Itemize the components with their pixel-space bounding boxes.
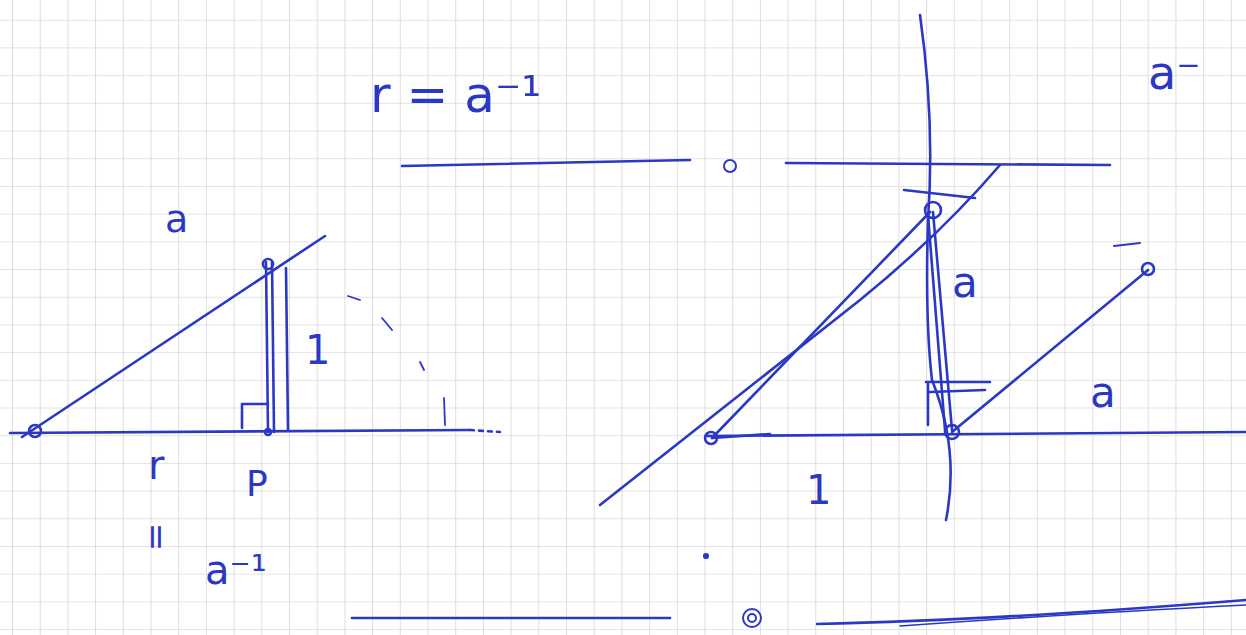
foot-point (265, 429, 271, 435)
segment (712, 212, 930, 438)
origin-mark (743, 609, 761, 627)
segment (928, 212, 952, 430)
point (1142, 263, 1154, 275)
side-label: a (165, 200, 188, 238)
origin-mark (724, 160, 736, 172)
bottom-line (352, 617, 670, 620)
vertical-axis (920, 15, 951, 520)
segment (952, 270, 1148, 432)
point (263, 259, 273, 269)
right-angle-mark (926, 382, 990, 425)
vertical-segment (266, 262, 288, 432)
tick (904, 190, 975, 198)
length-label: 1 (305, 330, 330, 370)
tick (1114, 243, 1140, 246)
equals-sign: = (140, 523, 174, 552)
value-label: a⁻¹ (205, 550, 267, 590)
length-label: a (1090, 372, 1116, 414)
base-line (10, 430, 470, 433)
base-line (706, 432, 1246, 436)
tick (712, 434, 770, 438)
ray (600, 165, 1000, 505)
top-line (402, 160, 690, 166)
cut-off-text: a⁻ (1148, 50, 1200, 96)
equation-text: r = a⁻¹ (370, 70, 541, 120)
base-line (470, 430, 500, 432)
point-label: P (246, 466, 268, 502)
top-line (786, 163, 1110, 165)
length-label: 1 (806, 470, 831, 510)
origin-mark (748, 614, 756, 622)
length-label: a (952, 262, 978, 304)
length-label: r (148, 445, 164, 485)
bottom-line (900, 605, 1246, 626)
bottom-line (817, 600, 1246, 624)
dot (704, 554, 708, 558)
right-angle-mark (242, 404, 268, 428)
ray (22, 236, 325, 437)
dashed-arc (348, 296, 445, 425)
